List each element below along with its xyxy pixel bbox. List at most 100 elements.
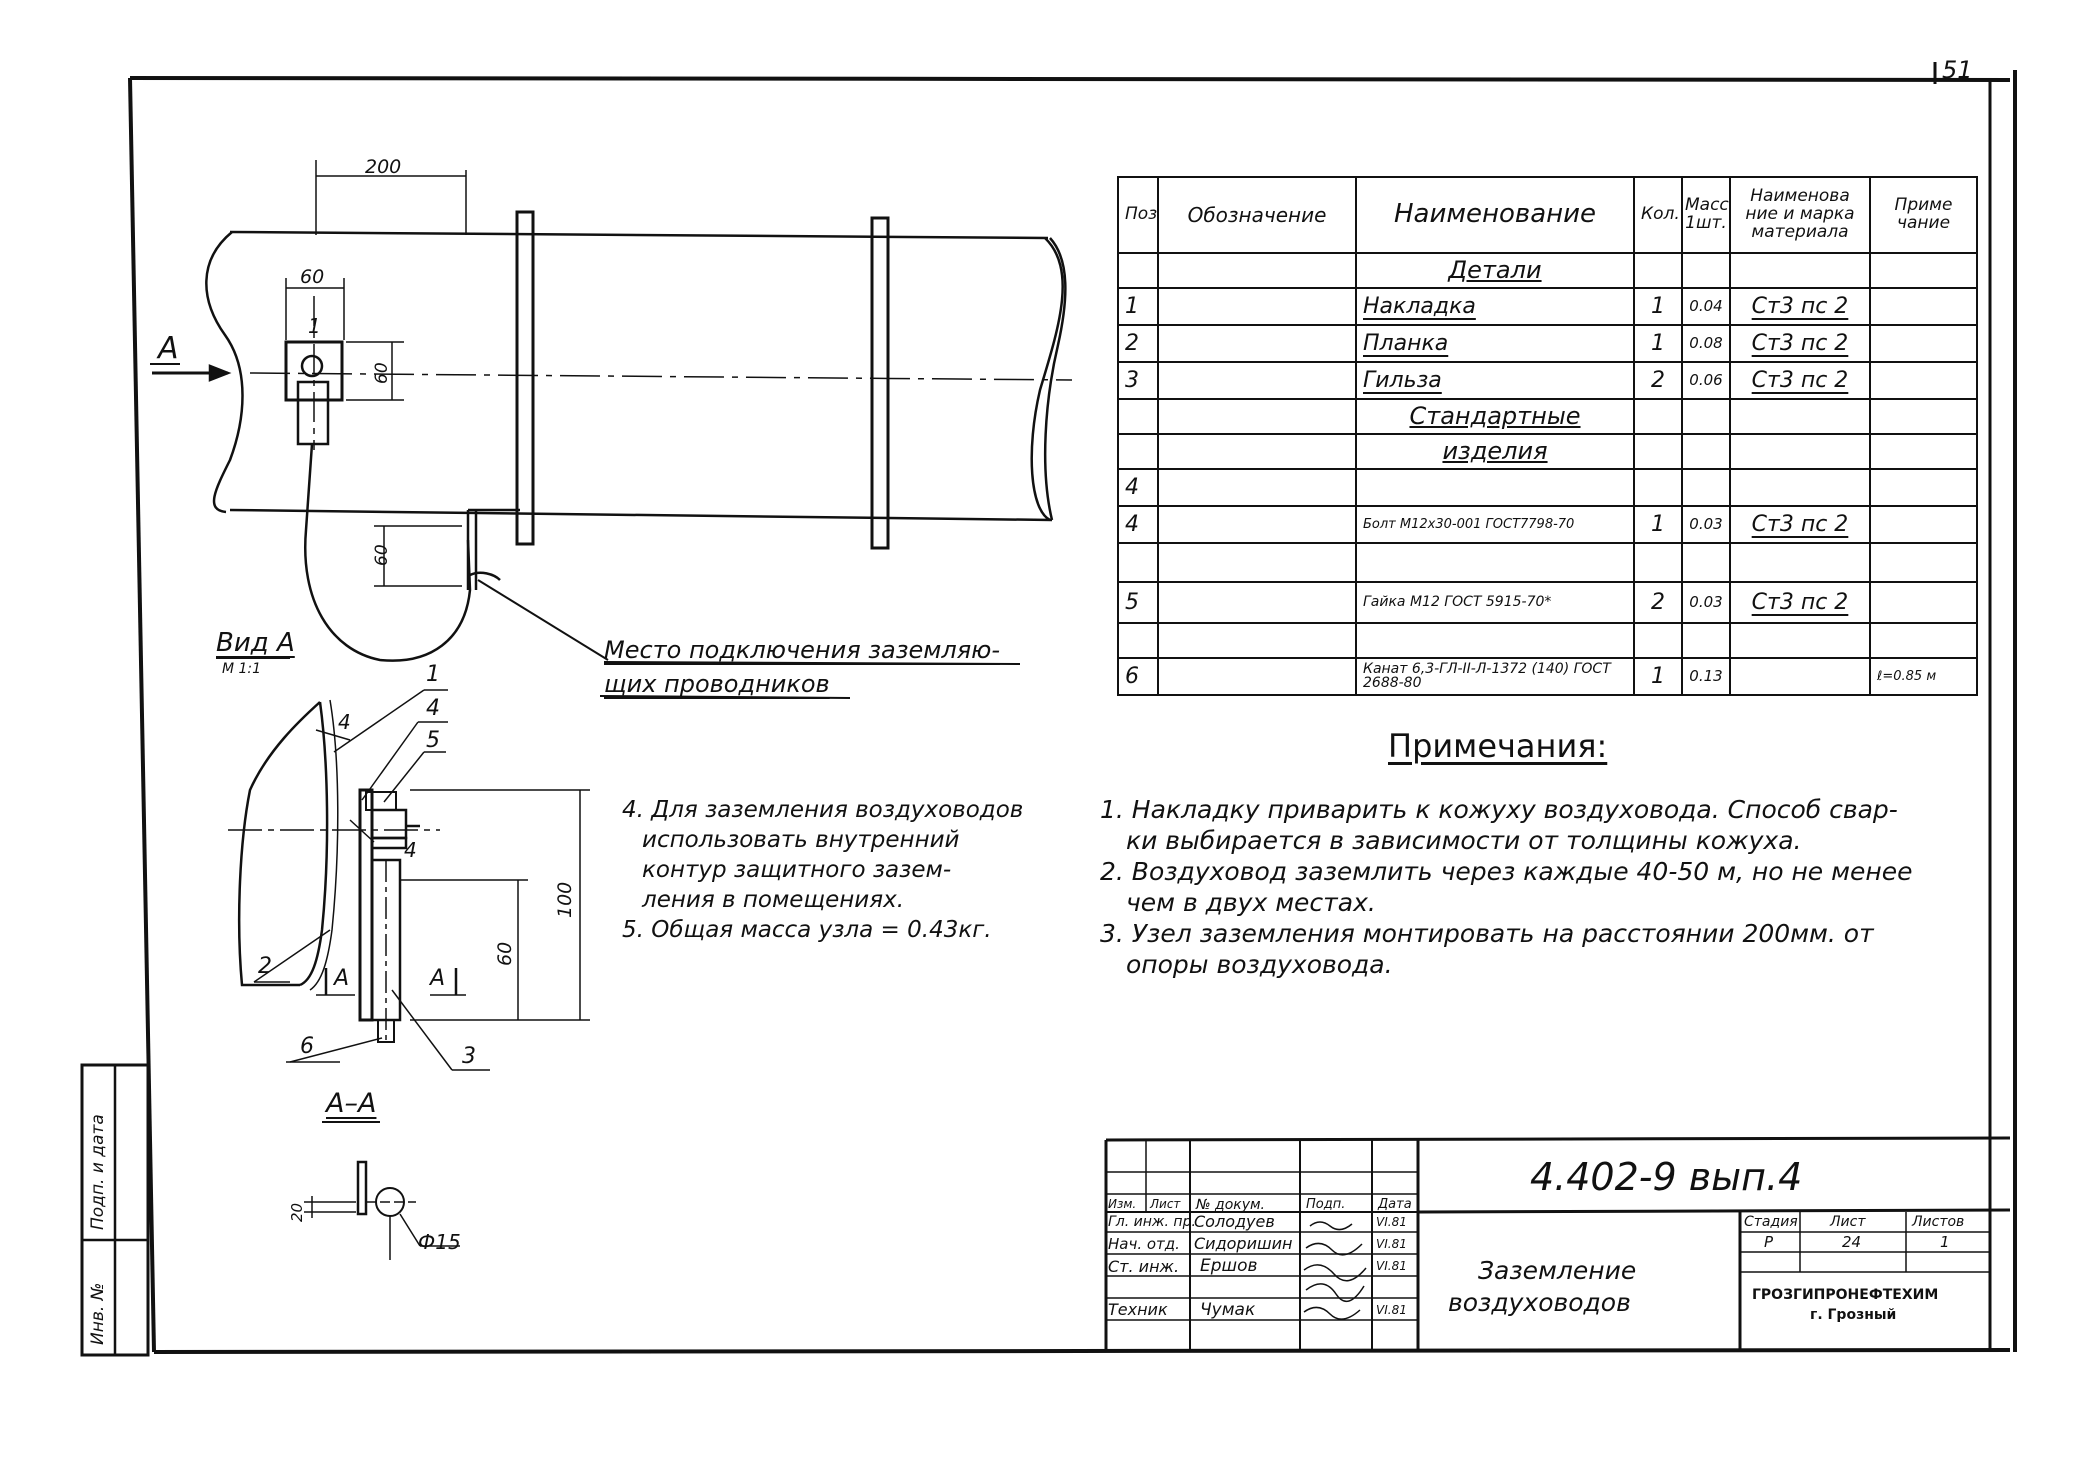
tb-name: Ершов: [1200, 1256, 1258, 1276]
specification-table: Поз. Обозначение Наименование Кол. Масса…: [1117, 176, 1978, 697]
left-note-line: 4. Для заземления воздуховодов: [622, 797, 1024, 823]
row-note: [1869, 467, 1978, 507]
view-a-pos-5: 5: [426, 728, 440, 753]
row-material: [1729, 467, 1871, 507]
header-note-2: чание: [1896, 213, 1951, 233]
tb-header-date: Дата: [1378, 1197, 1412, 1212]
sheet-frame: [80, 62, 2017, 1357]
view-a-pos-2: 2: [258, 954, 272, 979]
tb-role: Ст. инж.: [1108, 1257, 1180, 1276]
note-line: чем в двух местах.: [1126, 888, 1376, 917]
section-row: изделия: [1117, 432, 1978, 470]
row-note: [1869, 504, 1978, 544]
title-block-frame: [1104, 1136, 2011, 1352]
header-mass-1: Масса: [1685, 195, 1729, 216]
stamp-sign-label: Подп. и дата: [88, 1114, 108, 1230]
note-line: 2. Воздуховод заземлить через каждые 40-…: [1100, 857, 1913, 886]
row-pos: 4: [1117, 467, 1159, 507]
section-row: Стандартные: [1117, 397, 1978, 435]
header-note: Приме чание: [1869, 176, 1978, 254]
tb-stage-value: Р: [1764, 1233, 1774, 1251]
view-a-detail: [216, 657, 590, 1071]
row-material: Ст3 пс 2: [1729, 504, 1871, 544]
section-standard-2: изделия: [1355, 432, 1635, 470]
note-line: ки выбирается в зависимости от толщины к…: [1126, 826, 1802, 855]
document-code: 4.402-9 вып.4: [1530, 1155, 1803, 1199]
row-name: Болт М12х30-001 ГОСТ7798-70: [1355, 504, 1635, 544]
row-material: [1729, 656, 1871, 697]
tb-header-sign: Подп.: [1306, 1197, 1346, 1212]
table-row: 1 Накладка 1 0.04 Ст3 пс 2: [1117, 286, 1978, 326]
row-pos: 2: [1117, 323, 1159, 363]
view-arrow-label: A: [158, 331, 179, 366]
note-line: опоры воздуховода.: [1126, 950, 1393, 979]
dim-60-vert-label: 60: [372, 362, 392, 384]
header-mass: Масса 1шт.: [1681, 176, 1731, 254]
pipe-view: [150, 160, 1073, 699]
view-a-dim-60: 60: [494, 941, 516, 966]
tb-sheets-label: Листов: [1912, 1214, 1965, 1230]
tb-stage-label: Стадия: [1744, 1214, 1798, 1230]
table-row: [1117, 541, 1978, 583]
view-a-title: Вид А: [216, 628, 295, 658]
left-note-line: 5. Общая масса узла = 0.43кг.: [622, 917, 992, 943]
section-aa-dim-20: 20: [288, 1202, 306, 1222]
left-note-line: контур защитного зазем-: [642, 857, 952, 883]
tb-name: Солодуев: [1194, 1212, 1275, 1231]
table-row: [1117, 621, 1978, 659]
row-qty: 1: [1633, 286, 1683, 326]
section-aa-title: А–А: [326, 1088, 377, 1119]
table-row: 4 Болт М12х30-001 ГОСТ7798-70 1 0.03 Ст3…: [1117, 504, 1978, 544]
row-pos: 1: [1117, 286, 1159, 326]
tb-header-list: Лист: [1150, 1197, 1181, 1211]
section-standard-1: Стандартные: [1355, 397, 1635, 435]
header-material-1: Наименова: [1750, 186, 1850, 207]
page-number: 51: [1942, 56, 1973, 84]
notes-list: 1. Накладку приварить к кожуху воздухово…: [1100, 794, 1912, 980]
table-row: 5 Гайка М12 ГОСТ 5915-70* 2 0.03 Ст3 пс …: [1117, 580, 1978, 624]
row-material: Ст3 пс 2: [1729, 323, 1871, 363]
view-a-section-right: A: [430, 966, 446, 991]
dim-200-label: 200: [365, 156, 402, 178]
view-a-section-left: A: [334, 966, 350, 991]
view-a-pos-4-left: 4: [338, 710, 351, 734]
row-name: [1355, 467, 1635, 507]
view-a-pos-4-mid: 4: [404, 838, 417, 862]
note-line: 3. Узел заземления монтировать на рассто…: [1100, 919, 1874, 948]
row-qty: 2: [1633, 580, 1683, 624]
notes-title: Примечания:: [1388, 727, 1608, 765]
row-pos: 5: [1117, 580, 1159, 624]
row-pos: 6: [1117, 656, 1159, 697]
row-name: Канат 6,3-ГЛ-II-Л-1372 (140) ГОСТ 2688-8…: [1355, 656, 1635, 697]
left-notes: 4. Для заземления воздуховодов использов…: [622, 795, 1023, 945]
row-material: Ст3 пс 2: [1729, 360, 1871, 400]
view-a-pos-6: 6: [300, 1034, 314, 1059]
pos-1-label: 1: [308, 314, 321, 338]
header-material-3: материала: [1751, 221, 1849, 242]
row-mass: 0.04: [1681, 286, 1731, 326]
tb-header-doc: № докум.: [1196, 1197, 1266, 1213]
header-mass-2: 1шт.: [1685, 213, 1727, 233]
row-mass: [1681, 467, 1731, 507]
table-row: 2 Планка 1 0.08 Ст3 пс 2: [1117, 323, 1978, 363]
header-material: Наименова ние и марка материала: [1729, 176, 1871, 254]
tb-org-1: ГРОЗГИПРОНЕФТЕХИМ: [1752, 1287, 1939, 1303]
row-mass: 0.03: [1681, 580, 1731, 624]
row-qty: [1633, 467, 1683, 507]
tb-date: VI.81: [1376, 1259, 1407, 1273]
header-designation: Обозначение: [1157, 176, 1357, 254]
table-row: 6 Канат 6,3-ГЛ-II-Л-1372 (140) ГОСТ 2688…: [1117, 656, 1978, 697]
row-mass: 0.03: [1681, 504, 1731, 544]
left-note-line: ления в помещениях.: [642, 887, 905, 913]
section-row: Детали: [1117, 252, 1978, 289]
tb-date: VI.81: [1376, 1303, 1407, 1317]
dim-60-label: 60: [300, 266, 325, 288]
row-mass: 0.06: [1681, 360, 1731, 400]
tb-date: VI.81: [1376, 1237, 1407, 1251]
drawing-title-1: Заземление: [1478, 1256, 1637, 1285]
connection-label-1: Место подключения заземляю-: [604, 636, 1001, 664]
left-note-line: использовать внутренний: [642, 827, 960, 853]
header-note-1: Приме: [1894, 195, 1953, 216]
